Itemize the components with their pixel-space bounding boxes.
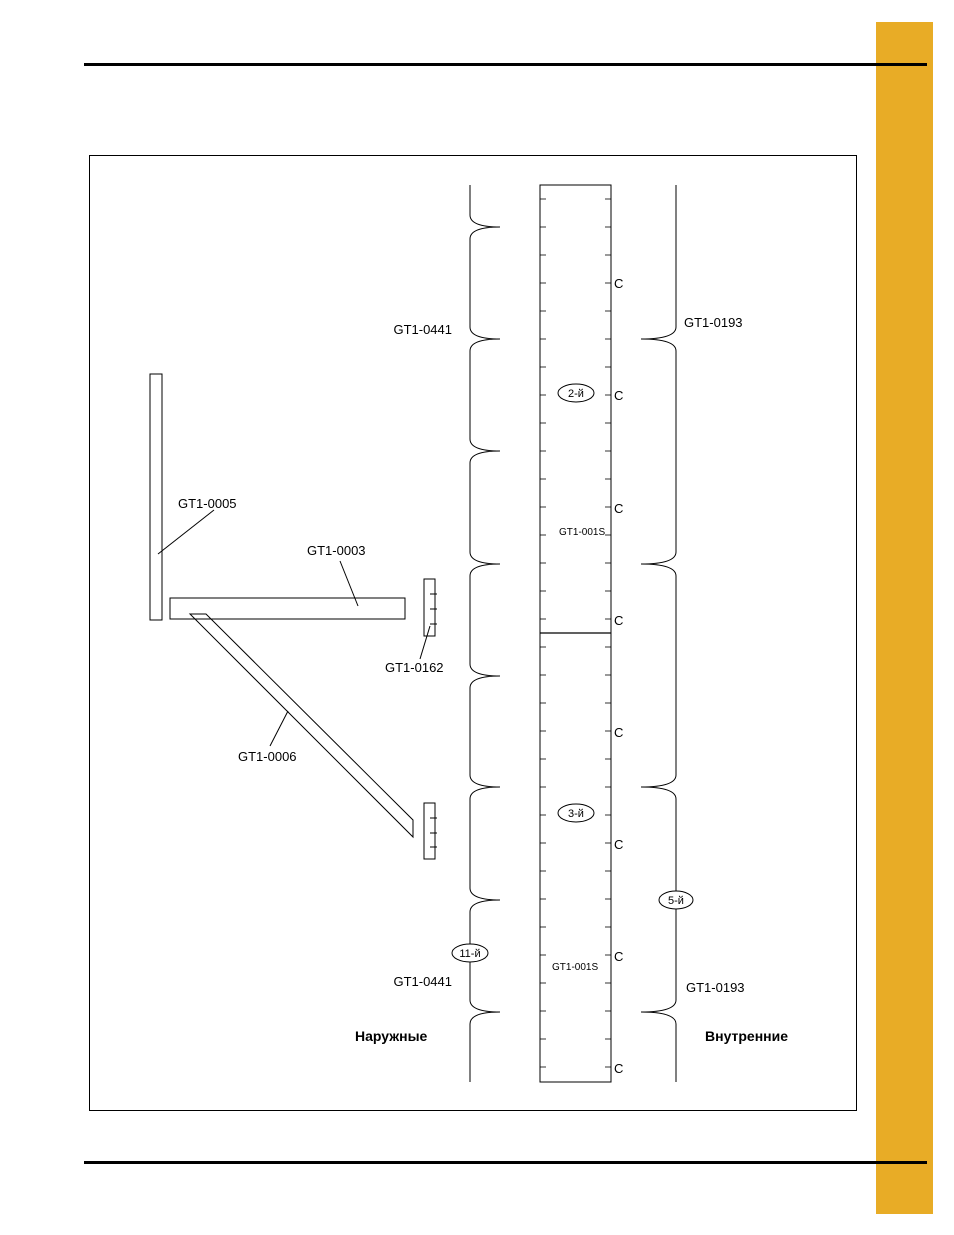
c-mark: C [614,725,623,740]
sheet-label-bottom: GT1-001S [552,962,598,973]
inner-part-label-top: GT1-0193 [684,315,743,330]
horizontal-brace-leader [340,561,358,606]
inner-part-label-bottom: GT1-0193 [686,980,745,995]
rank-badge-5-label: 5-й [668,895,684,907]
c-mark-column: C C C C C C C C [614,276,623,1076]
rank-badge-3: 3-й [558,804,594,822]
c-mark: C [614,276,623,291]
clip-bottom [424,803,435,859]
c-mark: C [614,613,623,628]
c-mark: C [614,388,623,403]
rank-badge-3-label: 3-й [568,808,584,820]
rank-badge-11-label: 11-й [459,948,480,960]
diagonal-brace-label: GT1-0006 [238,749,297,764]
inner-stiffener-line [641,185,676,1082]
clip-label: GT1-0162 [385,660,444,675]
horizontal-brace [170,598,405,619]
rank-badge-2: 2-й [558,384,594,402]
bracing-assembly [150,374,437,859]
center-sheet-column [540,185,611,1082]
outer-part-label-bottom: GT1-0441 [393,974,452,989]
rank-badge-5: 5-й [659,891,693,909]
rank-badge-11: 11-й [452,944,488,962]
outer-part-label-top: GT1-0441 [393,322,452,337]
inner-stiffener-column [641,185,676,1082]
c-mark: C [614,837,623,852]
outer-caption: Наружные [355,1028,428,1044]
c-mark: C [614,501,623,516]
diagonal-brace [190,614,413,837]
inner-caption: Внутренние [705,1028,788,1044]
horizontal-brace-label: GT1-0003 [307,543,366,558]
sheet-label-top: GT1-001S [559,527,605,538]
vertical-brace-label: GT1-0005 [178,496,237,511]
c-mark: C [614,949,623,964]
rank-badge-2-label: 2-й [568,388,584,400]
c-mark: C [614,1061,623,1076]
vertical-brace-leader [158,510,214,554]
vertical-brace [150,374,162,620]
clip-leader [420,626,430,659]
diagonal-brace-leader [270,711,288,746]
